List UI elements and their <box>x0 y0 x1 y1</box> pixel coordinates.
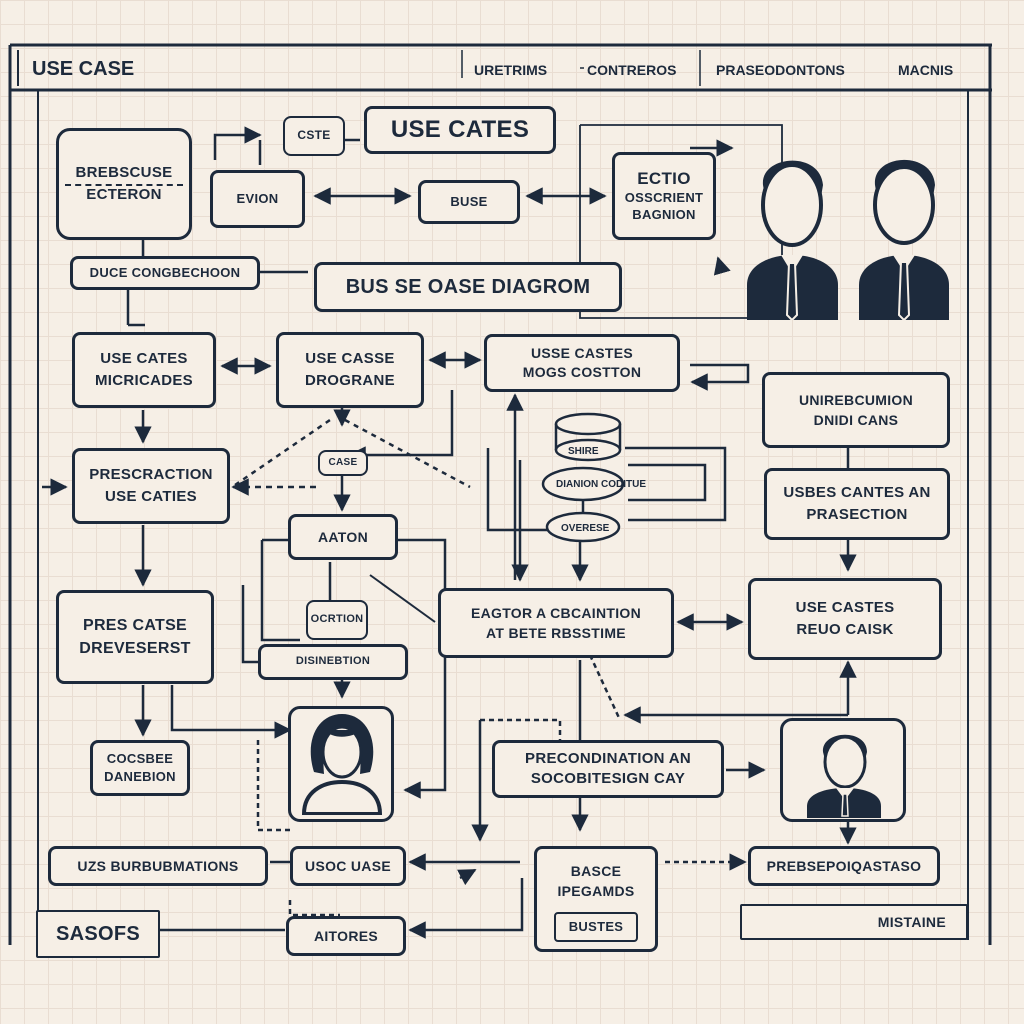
use-cates-micricades-box: USE CATES MICRICADES <box>72 332 216 408</box>
header-column-3: PRASEODONTONS <box>716 62 845 78</box>
box-line: ECTERON <box>86 186 162 203</box>
box-line: AT BETE RBSSTIME <box>486 625 626 641</box>
box-line: PRASECTION <box>806 506 908 523</box>
precondination-box: PRECONDINATION AN SOCOBITESIGN CAY <box>492 740 724 798</box>
ectio-box: ECTIO OSSCRIENT BAGNION <box>612 152 716 240</box>
box-line: COCSBEE <box>106 751 174 767</box>
evion-box: EVION <box>210 170 305 228</box>
box-line: SOCOBITESIGN CAY <box>530 770 686 787</box>
use-castes-reuo-box: USE CASTES REUO CAISK <box>748 578 942 660</box>
box-line: MICRICADES <box>94 372 193 389</box>
small-case-node: CASE <box>318 450 368 476</box>
eagtor-box: EAGTOR A CBCAINTION AT BETE RBSSTIME <box>438 588 674 658</box>
box-line: USE CATIES <box>105 488 197 505</box>
usse-castes-box: USSE CASTES MOGS COSTTON <box>484 334 680 392</box>
cylinder-label-top: SHIRE <box>568 446 599 457</box>
ocrtion-box: OCRTION <box>306 600 368 640</box>
use-cates-title-box: USE CATES <box>364 106 556 154</box>
box-line: BASCE <box>570 863 622 879</box>
box-line: PRECONDINATION AN <box>525 749 691 767</box>
box-line: USE CATES <box>100 350 188 368</box>
box-line: DNIDI CANS <box>813 412 899 428</box>
box-line: DROGRANE <box>305 372 395 389</box>
box-line: MOGS COSTTON <box>522 364 642 380</box>
diagram-header-title: USE CASE <box>32 58 135 80</box>
diagram-title-box: BUS SE OASE DIAGROM <box>314 262 622 312</box>
box-line: ECTIO <box>637 169 691 189</box>
use-casse-drograme-box: USE CASSE DROGRANE <box>276 332 424 408</box>
header-column-4: MACNIS <box>898 62 954 78</box>
buse-box: BUSE <box>418 180 520 224</box>
box-line: IPEGAMDS <box>557 883 635 900</box>
box-line: USSE CASTES <box>530 345 634 362</box>
duce-congbechoon-box: DUCE CONGBECHOON <box>70 256 260 290</box>
box-line: USE CASTES <box>795 599 895 617</box>
box-line: EAGTOR A CBCAINTION <box>470 604 642 621</box>
box-line: OSSCRIENT <box>624 190 704 206</box>
box-line: USBES CANTES AN <box>783 484 931 502</box>
box-line: BAGNION <box>632 207 696 223</box>
aitores-box: AITORES <box>286 916 406 956</box>
prescraction-box: PRESCRACTION USE CATIES <box>72 448 230 524</box>
prebsepo-box: PREBSEPOIQASTASO <box>748 846 940 886</box>
actor-person-icon <box>859 159 949 320</box>
box-line: DREVESERST <box>79 640 191 657</box>
unirebcumion-box: UNIREBCUMION DNIDI CANS <box>762 372 950 448</box>
header-column-1: URETRIMS <box>474 62 548 78</box>
box-line: PRESCRACTION <box>89 466 213 484</box>
box-line: DANEBION <box>104 769 176 784</box>
actor-person-icon <box>747 160 838 320</box>
uzs-burbubmations-box: UZS BURBUBMATIONS <box>48 846 268 886</box>
box-line: PRES CATSE <box>82 616 188 634</box>
box-line: REUO CAISK <box>796 621 894 638</box>
actor-ecteron-box: BREBSCUSE ECTERON <box>56 128 192 240</box>
box-line: UNIREBCUMION <box>798 391 914 408</box>
usoc-uase-box: USOC UASE <box>290 846 406 886</box>
box-line: USE CASSE <box>305 350 395 368</box>
sasofs-box: SASOFS <box>36 910 160 958</box>
cocsbee-box: COCSBEE DANEBION <box>90 740 190 796</box>
pres-catse-box: PRES CATSE DREVESERST <box>56 590 214 684</box>
mistaine-box: MISTAINE <box>740 904 968 940</box>
cylinder-label-mid: DIANION CODITUE <box>556 479 646 490</box>
box-line: BREBSCUSE <box>75 164 173 182</box>
header-column-2: CONTREROS <box>587 62 677 78</box>
aaton-box: AATON <box>288 514 398 560</box>
female-actor-icon <box>301 714 383 815</box>
male-actor-icon <box>807 734 881 818</box>
cylinder-label-bottom: OVERESE <box>561 523 610 534</box>
callout-bubble: CSTE <box>283 116 345 156</box>
usbes-cantes-box: USBES CANTES AN PRASECTION <box>764 468 950 540</box>
bustes-box: BUSTES <box>554 912 638 942</box>
disinebtion-box: DISINEBTION <box>258 644 408 680</box>
